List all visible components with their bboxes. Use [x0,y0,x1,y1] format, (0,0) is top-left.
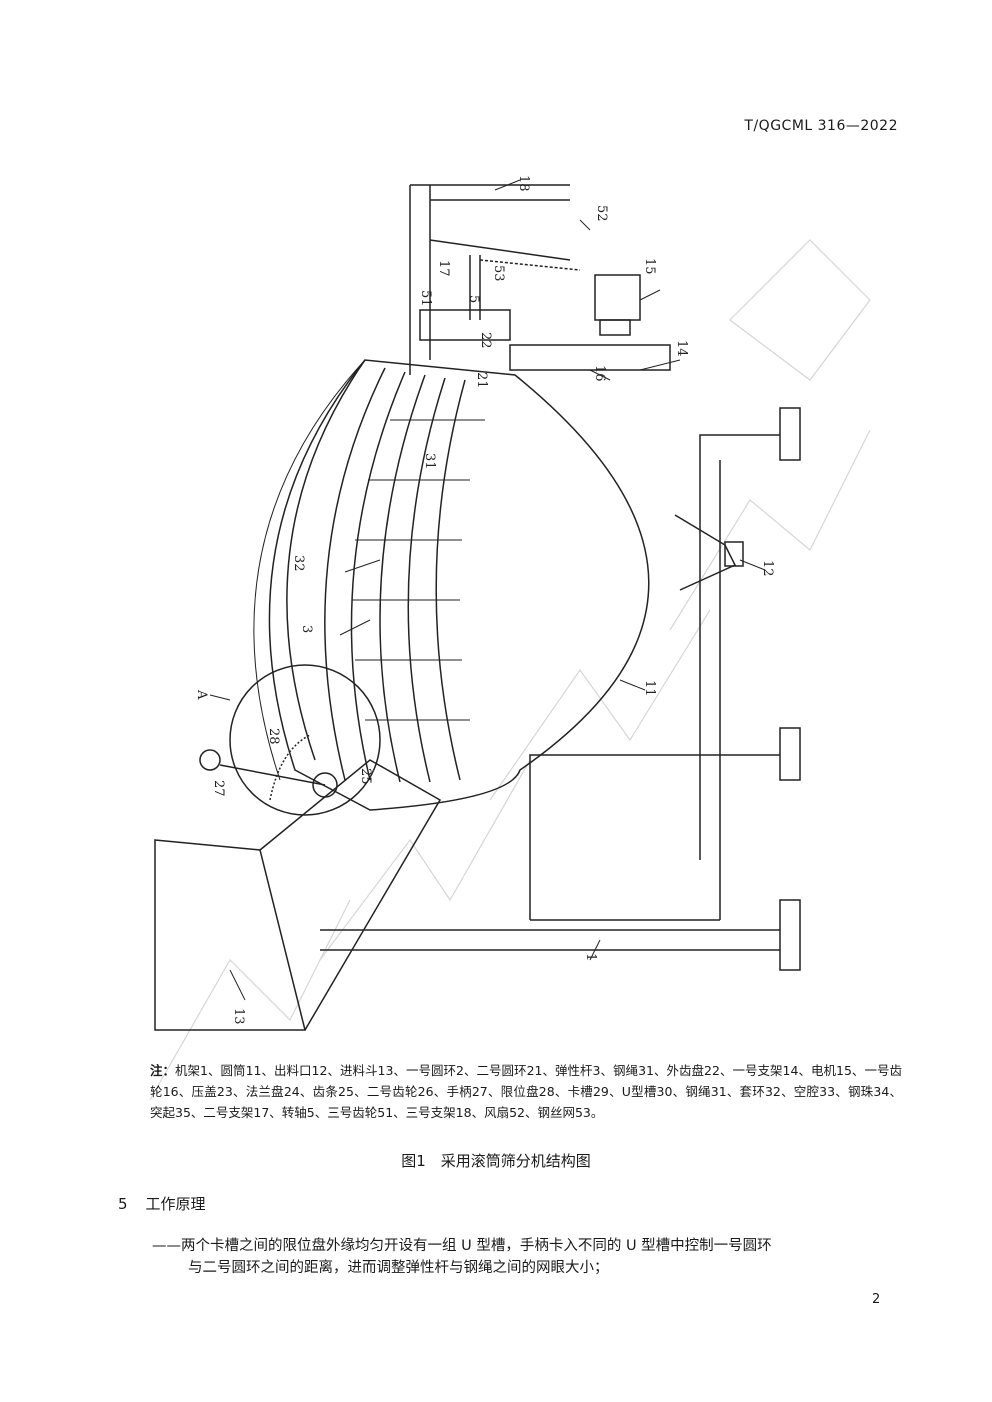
label-32: 32 [291,555,306,572]
label-28: 28 [266,728,281,745]
label-51: 51 [418,290,433,307]
label-21: 21 [474,372,489,389]
note-label: 注： [150,1063,176,1078]
label-14: 14 [674,340,689,357]
section-title: 工作原理 [145,1195,206,1213]
label-27: 27 [211,780,226,797]
label-11: 11 [642,680,657,697]
section-number: 5 [118,1195,128,1213]
label-25: 25 [358,768,373,785]
label-A: A [194,689,209,700]
label-18: 18 [516,175,531,192]
label-22: 22 [478,332,493,349]
label-31: 31 [422,453,437,470]
page-number: 2 [872,1292,881,1307]
paragraph-line-1: ——两个卡槽之间的限位盘外缘均匀开设有一组 U 型槽，手柄卡入不同的 U 型槽中… [152,1238,772,1254]
label-5: 5 [466,295,481,303]
paragraph-line-2: 与二号圆环之间的距离，进而调整弹性杆与钢绳之间的网眼大小； [188,1260,609,1276]
section-heading: 5 工作原理 [118,1193,206,1214]
label-53: 53 [491,265,506,282]
label-13: 13 [231,1008,246,1025]
machine-structure-diagram: 18 52 15 17 53 51 5 22 14 16 21 31 32 3 … [140,160,860,1040]
label-17: 17 [436,260,451,277]
label-15: 15 [642,258,657,275]
label-16: 16 [592,365,607,382]
body-paragraph: ——两个卡槽之间的限位盘外缘均匀开设有一组 U 型槽，手柄卡入不同的 U 型槽中… [152,1235,892,1279]
label-3: 3 [299,625,314,633]
label-1: 1 [583,953,598,961]
label-12: 12 [760,560,775,577]
document-code: T/QGCML 316—2022 [744,118,898,134]
label-52: 52 [594,205,609,222]
note-text: 机架1、圆筒11、出料口12、进料斗13、一号圆环2、二号圆环21、弹性杆3、钢… [150,1063,902,1120]
figure-note: 注：机架1、圆筒11、出料口12、进料斗13、一号圆环2、二号圆环21、弹性杆3… [150,1060,902,1123]
figure-caption: 图1 采用滚筒筛分机结构图 [401,1152,591,1170]
